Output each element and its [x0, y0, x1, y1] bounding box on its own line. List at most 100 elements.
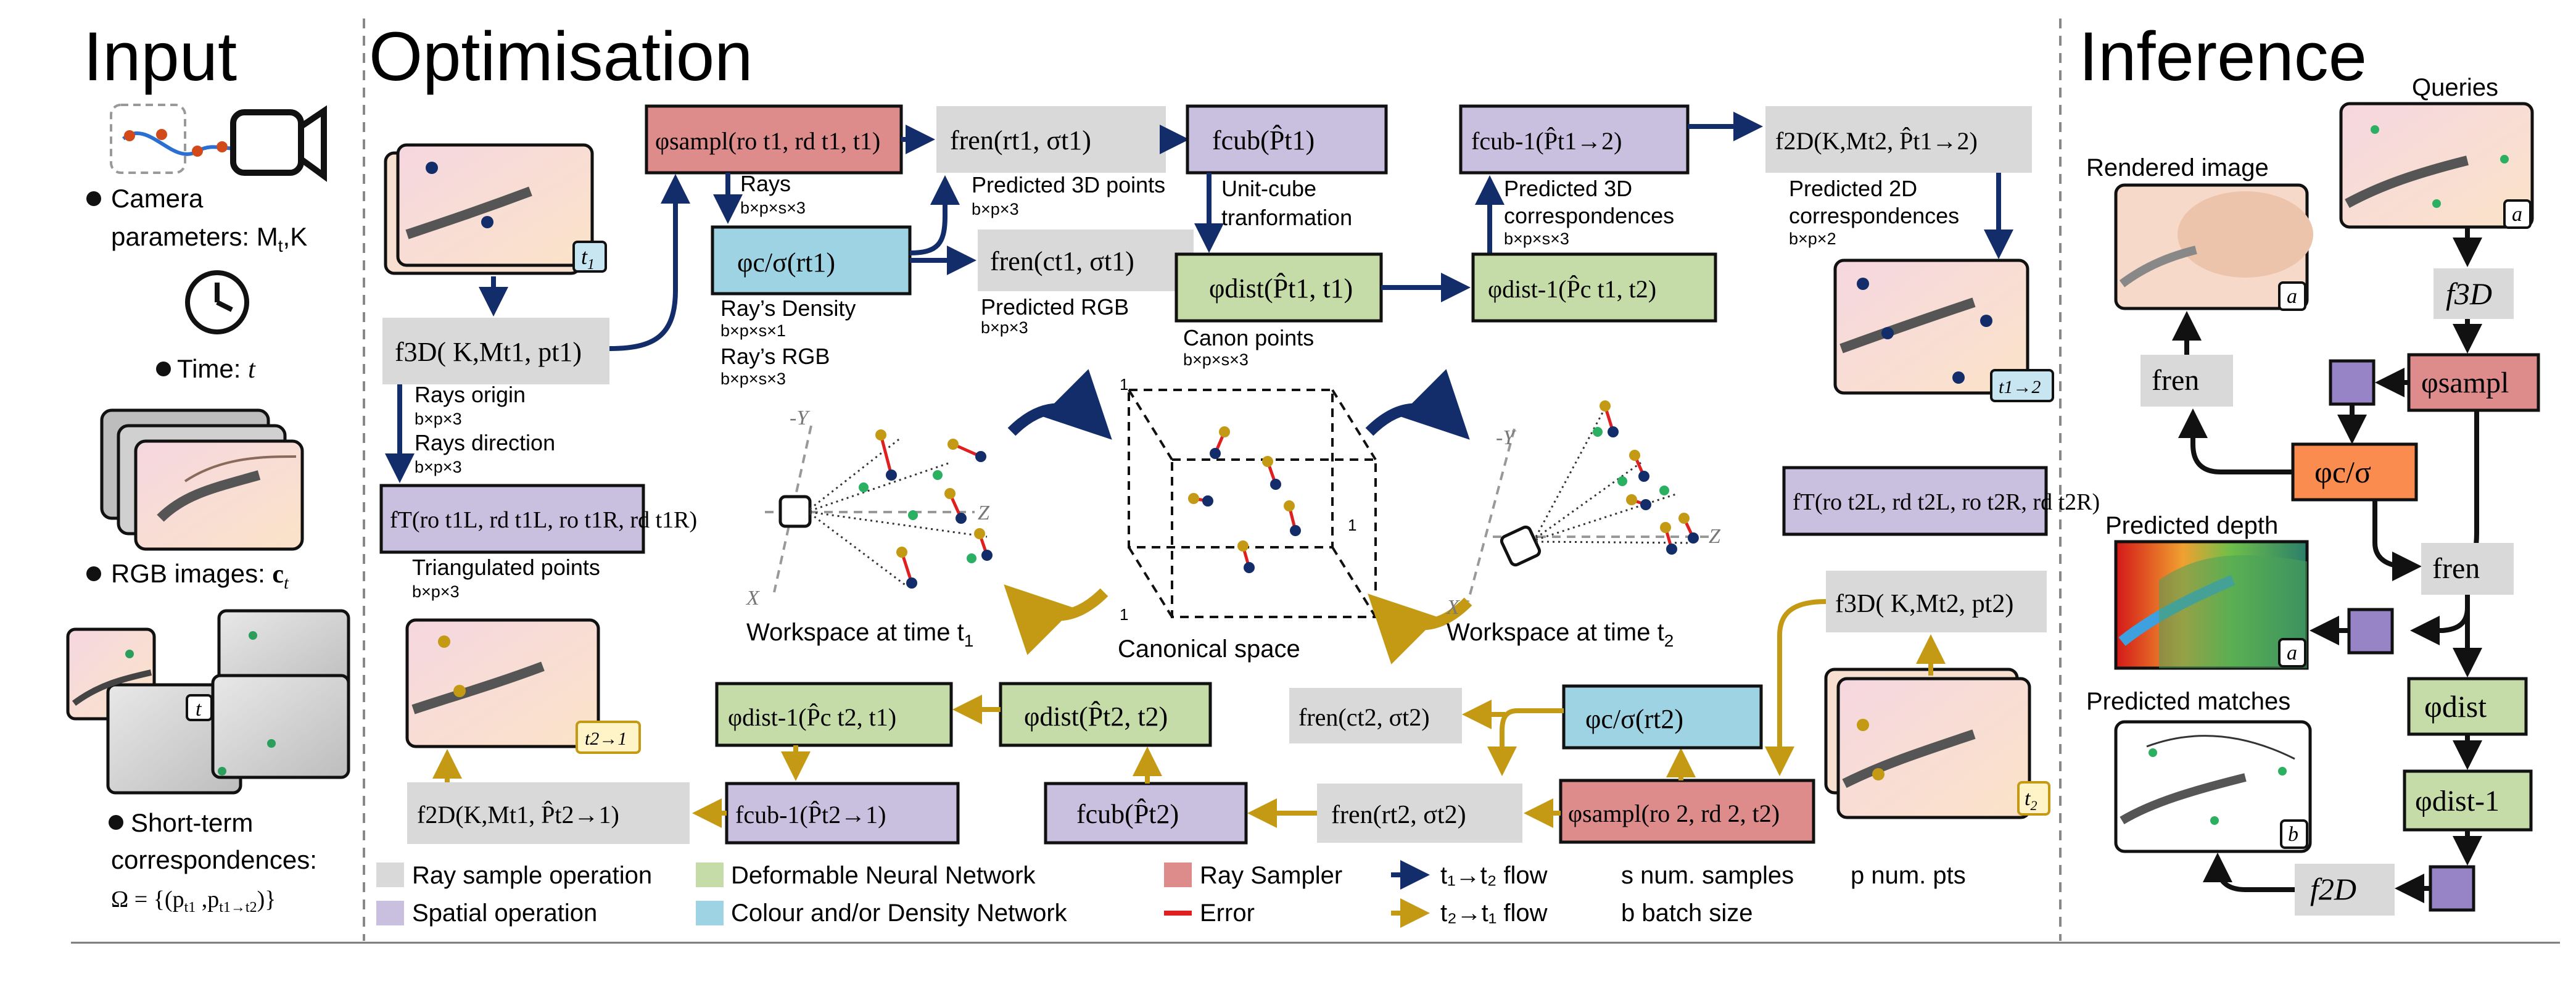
- section-title-optimisation: Optimisation: [369, 18, 753, 95]
- triangulated: Triangulated points: [412, 555, 600, 580]
- rays-origin-dim: b×p×3: [415, 410, 462, 428]
- legend-swatch-green: [696, 863, 724, 887]
- svg-text:-Y: -Y: [790, 407, 810, 429]
- svg-text:t2: t2: [2025, 787, 2037, 813]
- fren-r-t1-box: [936, 106, 1166, 173]
- clock-icon: [185, 270, 249, 334]
- svg-text:Z: Z: [978, 502, 990, 524]
- input-image-t2: t2: [1824, 668, 2050, 819]
- legend-colour-density: Colour and/or Density Network: [731, 900, 1068, 927]
- phi-dist-inv-t2-box: [715, 682, 953, 747]
- rendered-image-label: Rendered image: [2086, 154, 2269, 181]
- phi-dist-t2-box: [999, 682, 1212, 747]
- pred-3d-corr-2: correspondences: [1504, 203, 1674, 228]
- triangulated-dim: b×p×3: [412, 582, 460, 601]
- rays-direction-dim: b×p×3: [415, 458, 462, 476]
- inf-phi-sampl-box: [2407, 353, 2540, 412]
- fcub-t1-box: [1186, 104, 1388, 175]
- curve-arrow-t1-to-canon: [1007, 369, 1112, 440]
- legend-ray-sample: Ray sample operation: [412, 862, 652, 889]
- rays-dim: b×p×s×3: [740, 199, 806, 217]
- phi-cs-t1: φc/σ(rt1): [737, 247, 835, 278]
- rays-rgb-dim: b×p×s×3: [720, 370, 786, 388]
- phi-sampl-t2-box: [1559, 779, 1815, 844]
- fcub-inv-t1: fcub-1(P̂t1→2): [1471, 127, 1622, 155]
- phi-cs-t2: φc/σ(rt2): [1585, 704, 1683, 734]
- camera-label-1: Camera: [111, 184, 204, 213]
- fcub-t1: fcub(P̂t1): [1212, 125, 1315, 155]
- svg-text:t1: t1: [581, 244, 595, 273]
- unit-cube-1: Unit-cube: [1221, 176, 1316, 201]
- inf-f3d-box: [2434, 268, 2514, 319]
- svg-text:a: a: [2287, 642, 2297, 664]
- fren-c-t2: fren(ct2, σt2): [1298, 703, 1430, 731]
- cube-label-bottom: 1: [1120, 605, 1128, 624]
- canonical-points: [1188, 426, 1301, 573]
- f3d-t1: f3D( K,Mt1, pt1): [395, 337, 582, 367]
- phi-dist-t1: φdist(P̂t1, t1): [1209, 273, 1353, 304]
- ft-t2: fT(ro t2L, rd t2L, ro t2R, rd t2R): [1793, 489, 2100, 515]
- inf-fren-top-box: [2140, 355, 2233, 407]
- fren-r-t1: fren(rt1, σt1): [950, 125, 1091, 155]
- fren-c-t1-box: [978, 230, 1194, 291]
- pred-rgb-dim: b×p×3: [981, 318, 1028, 337]
- inf-spatial-square-2: [2347, 608, 2394, 655]
- phi-dist-inv-t1: φdist-1(P̂c t1, t2): [1488, 275, 1656, 303]
- svg-text:t: t: [196, 698, 202, 721]
- rays-label: Rays: [740, 171, 791, 196]
- rays-direction: Rays direction: [415, 430, 555, 455]
- pred-2d-corr-dim: b×p×2: [1789, 230, 1836, 248]
- workspace-t2: -Y Z X: [1445, 400, 1721, 619]
- legend-spatial: Spatial operation: [412, 900, 597, 927]
- phi-sampl-t1-box: [645, 104, 903, 175]
- ft-t1-box: [379, 484, 645, 554]
- section-title-inference: Inference: [2079, 18, 2367, 95]
- canon-points: Canon points: [1183, 325, 1314, 350]
- fren-r-t2-box: [1317, 784, 1522, 843]
- fcub-inv-t2-box: [725, 782, 960, 845]
- curve-arrow-canon-to-t2: [1365, 369, 1470, 440]
- queries-label: Queries: [2412, 74, 2498, 101]
- f3d-t1-box: [382, 318, 609, 384]
- rgb-label: RGB images: ct: [111, 559, 289, 593]
- svg-text:Z: Z: [1709, 525, 1721, 548]
- queries-image: a: [2339, 102, 2534, 229]
- workspace-t2-label: Workspace at time t2: [1447, 619, 1674, 650]
- phi-dist-inv-t2: φdist-1(P̂c t2, t1): [728, 703, 896, 731]
- curve-arrow-canon-to-t1: [1004, 584, 1108, 655]
- inf-phi-dist-inv: φdist-1: [2415, 785, 2500, 817]
- canon-points-dim: b×p×s×3: [1183, 350, 1249, 369]
- inf-phi-dist-inv-box: [2403, 769, 2533, 832]
- inf-phi-sampl: φsampl: [2421, 366, 2509, 399]
- inf-fren-mid: fren: [2432, 552, 2480, 585]
- inf-f2d-box: [2295, 864, 2395, 916]
- predicted-depth-label: Predicted depth: [2105, 512, 2278, 539]
- svg-text:X: X: [745, 587, 760, 610]
- fren-c-t2-box: [1289, 688, 1462, 743]
- input-image-t1: t1: [384, 143, 607, 275]
- legend: Ray sample operation Spatial operation D…: [376, 860, 1966, 928]
- svg-text:a: a: [2512, 203, 2522, 226]
- corr-label-2: correspondences:: [111, 845, 317, 874]
- predicted-depth-image: a: [2114, 540, 2309, 670]
- legend-flow-t1t2: t₁→t₂ flow: [1440, 862, 1548, 889]
- pred-2d-corr-2: correspondences: [1789, 203, 1959, 228]
- fcub-t2: fcub(P̂t2): [1076, 798, 1179, 829]
- legend-swatch-blue: [696, 901, 724, 925]
- corr-formula: Ω = {(pt1 ,pt1→t2)}: [111, 887, 276, 916]
- rgb-image-stack: [100, 408, 304, 551]
- tag-t2to1: t2→1: [585, 729, 627, 749]
- svg-text:b: b: [2288, 823, 2298, 846]
- legend-p-num: p num. pts: [1851, 862, 1966, 889]
- camera-label-2: parameters: Mt,K: [111, 222, 307, 255]
- legend-swatch-red: [1164, 863, 1192, 887]
- phi-dist-t1-box: [1174, 252, 1383, 323]
- phi-sampl-t2: φsampl(ro 2, rd 2, t2): [1568, 800, 1780, 827]
- ft-t1: fT(ro t1L, rd t1L, ro t1R, rd t1R): [390, 507, 697, 533]
- f2d-t1: f2D(K,Mt2, P̂t1→2): [1775, 127, 1978, 155]
- predicted-matches-image: b: [2114, 720, 2312, 853]
- svg-text:X: X: [1445, 596, 1460, 619]
- canonical-space-label: Canonical space: [1118, 635, 1300, 663]
- rays-origin: Rays origin: [415, 382, 526, 407]
- inf-phi-dist: φdist: [2424, 689, 2487, 724]
